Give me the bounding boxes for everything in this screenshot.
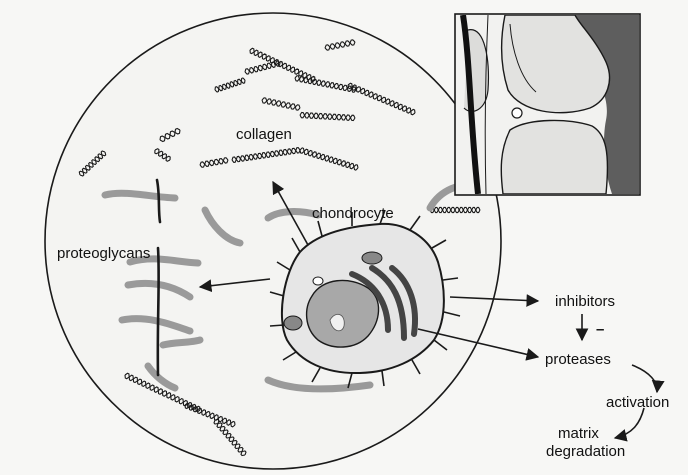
label-chondrocyte: chondrocyte	[312, 205, 394, 222]
arrow-activation-to-degradation	[615, 408, 644, 438]
cartilage-matrix-circle	[45, 13, 501, 469]
proteoglycan-core	[158, 248, 159, 375]
arrow-proteases-to-activation	[632, 365, 657, 392]
label-degradation: degradation	[546, 443, 625, 460]
knee-joint-inset-icon	[455, 14, 640, 195]
label-proteases: proteases	[545, 351, 611, 368]
nucleus	[307, 280, 379, 347]
label-minus-sign: –	[596, 321, 604, 338]
label-proteoglycans: proteoglycans	[57, 245, 150, 262]
label-inhibitors: inhibitors	[555, 293, 615, 310]
label-activation: activation	[606, 394, 669, 411]
gray-fiber	[163, 340, 200, 345]
label-matrix: matrix	[558, 425, 599, 442]
label-collagen: collagen	[236, 126, 292, 143]
